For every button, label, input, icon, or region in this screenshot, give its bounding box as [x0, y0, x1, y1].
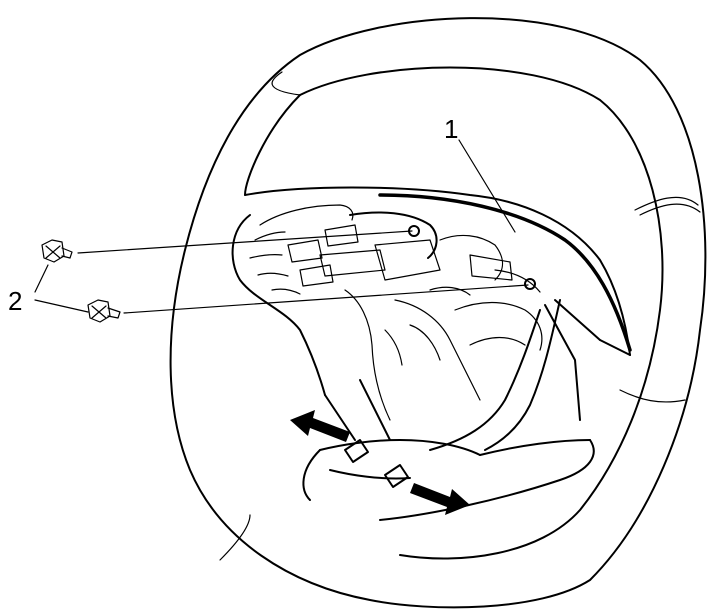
- release-arrow-left: [290, 410, 350, 442]
- leader-lines: [34, 139, 529, 314]
- retaining-clips: [344, 439, 409, 488]
- spoke-upper-left: [244, 186, 632, 356]
- hub-mechanism: [319, 211, 543, 421]
- callout-1: 1: [444, 114, 458, 144]
- lower-spokes: [302, 299, 601, 521]
- left-spoke-controls: [231, 204, 359, 396]
- release-arrow-right: [410, 483, 470, 515]
- steering-wheel-rim: [169, 17, 707, 609]
- callout-2: 2: [8, 286, 22, 316]
- screw-upper: [41, 239, 73, 263]
- screw-lower: [87, 299, 121, 323]
